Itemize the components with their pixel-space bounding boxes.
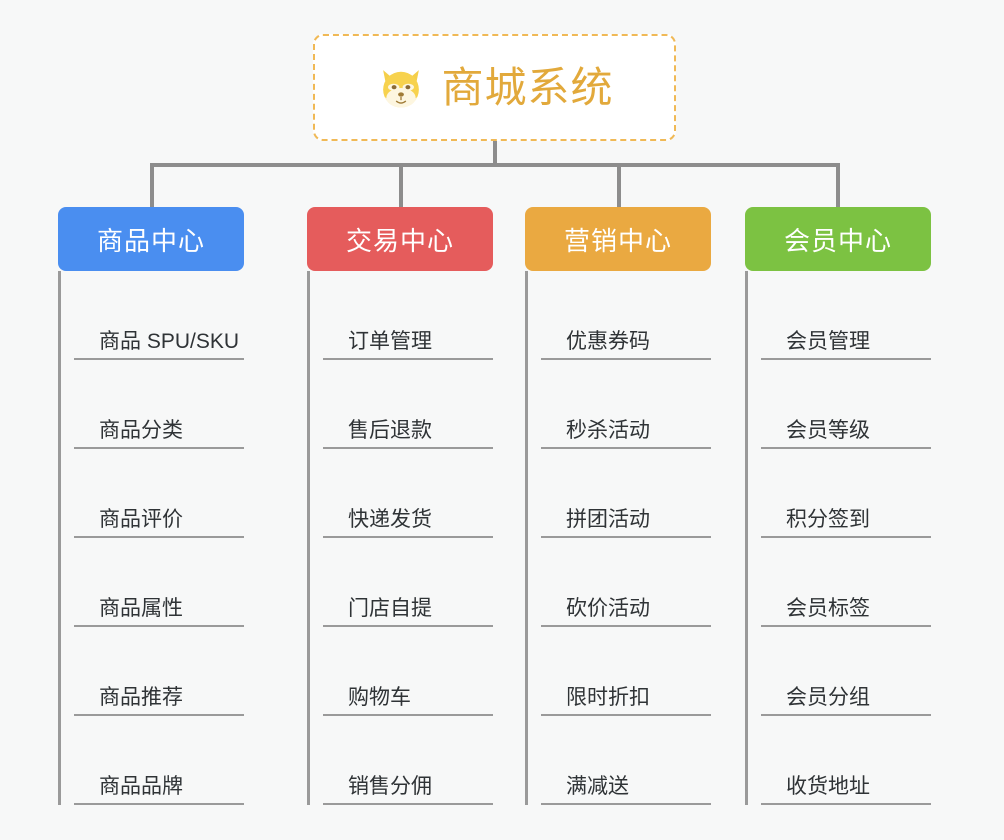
leaf-underline (761, 625, 931, 627)
leaf-label: 积分签到 (786, 507, 870, 531)
leaf-item[interactable]: 会员标签 (761, 538, 931, 627)
leaf-label: 收货地址 (786, 774, 870, 798)
leaf-item[interactable]: 优惠券码 (541, 271, 711, 360)
leaf-underline (74, 447, 244, 449)
leaf-label: 订单管理 (348, 329, 432, 353)
leaf-underline (323, 625, 493, 627)
leaf-label: 秒杀活动 (566, 418, 650, 442)
leaf-underline (74, 536, 244, 538)
leaf-item[interactable]: 收货地址 (761, 716, 931, 805)
leaf-item[interactable]: 商品属性 (74, 538, 244, 627)
leaf-label: 限时折扣 (566, 685, 650, 709)
leaf-label: 商品评价 (99, 507, 183, 531)
leaf-underline (761, 803, 931, 805)
column-header-0[interactable]: 商品中心 (58, 207, 244, 271)
leaf-item[interactable]: 商品分类 (74, 360, 244, 449)
column-marketing-center: 营销中心 优惠券码 秒杀活动 拼团活动 砍价活动 限时折扣 满减送 (525, 207, 711, 805)
connector-root-stem (493, 141, 497, 165)
leaf-item[interactable]: 积分签到 (761, 449, 931, 538)
column-header-2[interactable]: 营销中心 (525, 207, 711, 271)
leaf-item[interactable]: 销售分佣 (323, 716, 493, 805)
leaf-label: 门店自提 (348, 596, 432, 620)
leaf-label: 商品品牌 (99, 774, 183, 798)
leaf-underline (761, 358, 931, 360)
leaf-item[interactable]: 砍价活动 (541, 538, 711, 627)
leaf-item[interactable]: 会员等级 (761, 360, 931, 449)
leaf-item[interactable]: 商品评价 (74, 449, 244, 538)
connector-drop-3 (617, 165, 621, 207)
leaf-item[interactable]: 满减送 (541, 716, 711, 805)
leaf-item[interactable]: 会员分组 (761, 627, 931, 716)
leaf-underline (761, 536, 931, 538)
leaf-item[interactable]: 商品 SPU/SKU (74, 271, 244, 360)
leaf-label: 拼团活动 (566, 507, 650, 531)
leaf-underline (761, 447, 931, 449)
leaf-underline (323, 536, 493, 538)
column-header-3[interactable]: 会员中心 (745, 207, 931, 271)
leaf-label: 售后退款 (348, 418, 432, 442)
connector-drop-2 (399, 165, 403, 207)
leaf-underline (323, 714, 493, 716)
leaf-item[interactable]: 门店自提 (323, 538, 493, 627)
leaf-label: 砍价活动 (566, 596, 650, 620)
leaf-label: 优惠券码 (566, 329, 650, 353)
leaf-underline (74, 358, 244, 360)
leaf-item[interactable]: 拼团活动 (541, 449, 711, 538)
shiba-face-icon (375, 62, 427, 114)
leaf-label: 销售分佣 (348, 774, 432, 798)
leaf-underline (541, 536, 711, 538)
leaf-label: 会员标签 (786, 596, 870, 620)
leaf-underline (761, 714, 931, 716)
leaf-underline (74, 625, 244, 627)
root-title: 商城系统 (441, 63, 614, 111)
leaf-underline (541, 358, 711, 360)
column-member-center: 会员中心 会员管理 会员等级 积分签到 会员标签 会员分组 收货地址 (745, 207, 931, 805)
leaf-item[interactable]: 秒杀活动 (541, 360, 711, 449)
leaf-label: 购物车 (348, 685, 411, 709)
leaf-label: 商品属性 (99, 596, 183, 620)
leaf-item[interactable]: 会员管理 (761, 271, 931, 360)
leaf-item[interactable]: 商品推荐 (74, 627, 244, 716)
leaf-label: 商品推荐 (99, 685, 183, 709)
leaf-underline (541, 625, 711, 627)
leaf-item[interactable]: 订单管理 (323, 271, 493, 360)
connector-horizontal-bus (150, 163, 840, 167)
column-product-center: 商品中心 商品 SPU/SKU 商品分类 商品评价 商品属性 商品推荐 商品品牌 (58, 207, 244, 805)
leaf-underline (74, 714, 244, 716)
leaf-item[interactable]: 商品品牌 (74, 716, 244, 805)
column-trade-center: 交易中心 订单管理 售后退款 快递发货 门店自提 购物车 销售分佣 (307, 207, 493, 805)
leaf-list-2: 优惠券码 秒杀活动 拼团活动 砍价活动 限时折扣 满减送 (525, 271, 711, 805)
leaf-label: 会员等级 (786, 418, 870, 442)
leaf-list-3: 会员管理 会员等级 积分签到 会员标签 会员分组 收货地址 (745, 271, 931, 805)
leaf-label: 满减送 (566, 774, 629, 798)
leaf-item[interactable]: 快递发货 (323, 449, 493, 538)
column-header-1[interactable]: 交易中心 (307, 207, 493, 271)
leaf-label: 会员分组 (786, 685, 870, 709)
root-node[interactable]: 商城系统 (313, 34, 676, 141)
connector-drop-4 (836, 165, 840, 207)
leaf-underline (74, 803, 244, 805)
leaf-underline (541, 714, 711, 716)
leaf-underline (323, 358, 493, 360)
leaf-label: 会员管理 (786, 329, 870, 353)
leaf-underline (541, 447, 711, 449)
leaf-list-0: 商品 SPU/SKU 商品分类 商品评价 商品属性 商品推荐 商品品牌 (58, 271, 244, 805)
connector-drop-1 (150, 165, 154, 207)
leaf-label: 快递发货 (348, 507, 432, 531)
leaf-underline (323, 803, 493, 805)
leaf-label: 商品 SPU/SKU (99, 329, 240, 353)
leaf-item[interactable]: 售后退款 (323, 360, 493, 449)
leaf-item[interactable]: 购物车 (323, 627, 493, 716)
leaf-item[interactable]: 限时折扣 (541, 627, 711, 716)
leaf-list-1: 订单管理 售后退款 快递发货 门店自提 购物车 销售分佣 (307, 271, 493, 805)
leaf-underline (541, 803, 711, 805)
leaf-underline (323, 447, 493, 449)
leaf-label: 商品分类 (99, 418, 183, 442)
